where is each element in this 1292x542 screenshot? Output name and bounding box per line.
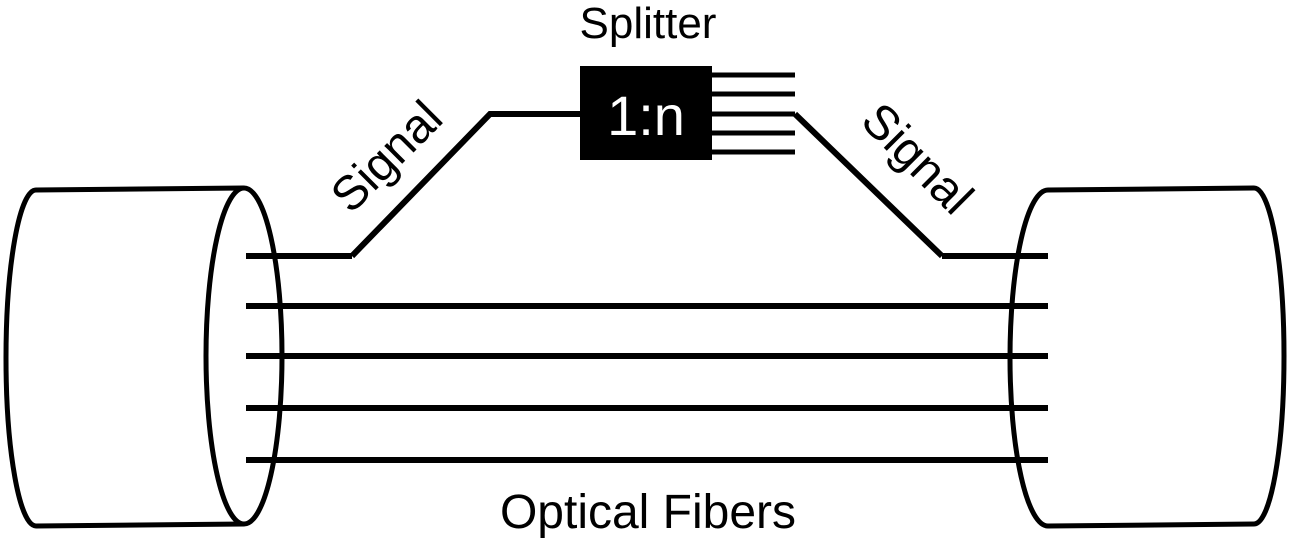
signal-label-right: Signal [851, 93, 983, 225]
splitter-body [580, 66, 712, 160]
splitter-output-lines [710, 72, 795, 155]
optical-fibers-caption: Optical Fibers [500, 486, 796, 539]
splitter-box: 1:n [580, 66, 795, 160]
signal-paths [349, 111, 945, 259]
signal-path-right [792, 111, 945, 259]
right-cable-cylinder [1007, 185, 1287, 529]
signal-path-left [349, 111, 582, 259]
signal-label-left: Signal [321, 91, 453, 223]
splitter-ratio-label: 1:n [607, 84, 685, 147]
left-cable-cylinder [3, 185, 285, 529]
splitter-title: Splitter [580, 0, 717, 48]
optical-fiber-lines [246, 253, 1048, 463]
